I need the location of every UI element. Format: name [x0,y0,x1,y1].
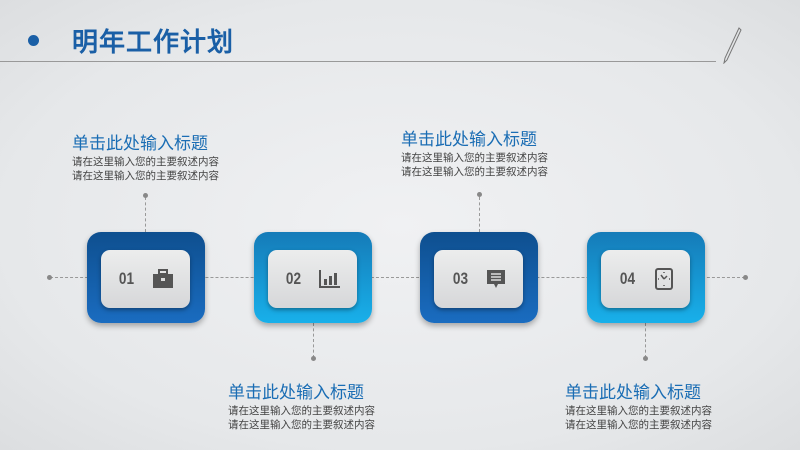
step-line: 请在这里输入您的主要叙述内容 [72,156,219,168]
step-heading: 单击此处输入标题 [72,134,208,154]
step-card-1[interactable]: 01 [87,232,205,323]
connector-2 [313,323,314,358]
step-line: 请在这里输入您的主要叙述内容 [228,405,375,417]
step-heading: 单击此处输入标题 [565,383,701,403]
connector-1 [145,197,146,232]
connector-3 [479,197,480,232]
clock-icon [654,268,673,290]
step-text-3[interactable]: 单击此处输入标题 请在这里输入您的主要叙述内容 请在这里输入您的主要叙述内容 [401,129,548,179]
connector-dot-3 [477,192,482,197]
step-number: 04 [619,269,636,288]
step-line: 请在这里输入您的主要叙述内容 [565,419,712,431]
timeline-end-dot [743,275,748,280]
step-number: 03 [452,269,468,288]
step-text-4[interactable]: 单击此处输入标题 请在这里输入您的主要叙述内容 请在这里输入您的主要叙述内容 [565,382,712,432]
step-text-1[interactable]: 单击此处输入标题 请在这里输入您的主要叙述内容 请在这里输入您的主要叙述内容 [72,133,219,183]
step-line: 请在这里输入您的主要叙述内容 [228,419,375,431]
step-line: 请在这里输入您的主要叙述内容 [72,170,219,182]
step-card-3[interactable]: 03 [420,232,538,323]
connector-dot-1 [143,193,148,198]
timeline-line [50,277,745,278]
connector-dot-2 [311,356,316,361]
step-line: 请在这里输入您的主要叙述内容 [401,166,548,178]
slide-title[interactable]: 明年工作计划 [72,28,235,58]
step-line: 请在这里输入您的主要叙述内容 [401,152,548,164]
step-card-4[interactable]: 04 [587,232,705,323]
step-line: 请在这里输入您的主要叙述内容 [565,405,712,417]
connector-dot-4 [643,356,648,361]
pencil-icon [723,27,742,64]
timeline-start-dot [47,275,52,280]
step-text-2[interactable]: 单击此处输入标题 请在这里输入您的主要叙述内容 请在这里输入您的主要叙述内容 [228,382,375,432]
title-bullet [28,35,39,46]
message-icon [487,270,506,288]
step-number: 01 [118,269,135,288]
step-heading: 单击此处输入标题 [401,130,537,150]
bar-chart-icon [318,270,340,288]
briefcase-icon [152,269,173,288]
step-number: 02 [285,269,302,288]
connector-4 [645,323,646,358]
step-heading: 单击此处输入标题 [228,383,364,403]
title-divider [0,61,716,62]
step-card-2[interactable]: 02 [254,232,372,323]
